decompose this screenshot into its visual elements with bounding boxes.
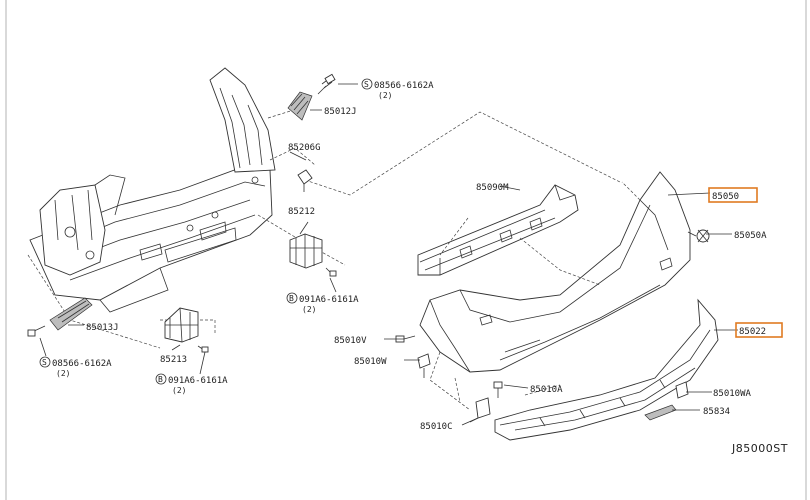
label-85213: 85213 [160, 355, 187, 365]
label-091a6-bottom: 091A6-6161A [168, 376, 228, 386]
bracket-85212 [289, 233, 337, 277]
label-85010c: 85010C [420, 422, 453, 432]
rear-body-panel [29, 67, 276, 313]
clip-85010w [417, 353, 431, 378]
label-08566-top-qty: (2) [378, 91, 392, 100]
label-08566-top: 08566-6162A [374, 81, 434, 91]
label-85206g: 85206G [288, 143, 321, 153]
label-08566-bottom-qty: (2) [56, 369, 70, 378]
label-85010w: 85010W [354, 357, 387, 367]
screw-top [317, 73, 336, 95]
symbol-b-bottom: B [158, 375, 163, 384]
label-85212: 85212 [288, 207, 315, 217]
label-85010wa: 85010WA [713, 389, 752, 399]
bracket-85213 [164, 307, 209, 353]
bracket-85013j [27, 297, 93, 337]
clip-85010c [469, 397, 491, 423]
label-85013j: 85013J [86, 323, 119, 333]
left-border [5, 0, 7, 500]
rear-bumper-fascia-85022 [419, 171, 691, 373]
symbol-s-bottom: S [42, 358, 47, 367]
label-85012j: 85012J [324, 107, 357, 117]
symbol-b-top: B [289, 294, 294, 303]
strip-85834 [644, 404, 677, 421]
label-091a6-top: 091A6-6161A [299, 295, 359, 305]
clip-85206g [297, 169, 313, 192]
right-border [805, 0, 807, 500]
screw-85010a [493, 381, 503, 398]
clip-85050a [687, 229, 710, 243]
label-091a6-top-qty: (2) [302, 305, 316, 314]
label-85022: 85022 [739, 327, 766, 337]
energy-absorber-85090m [417, 184, 579, 276]
clip-85010wa [675, 381, 689, 399]
label-08566-bottom: 08566-6162A [52, 359, 112, 369]
highlight-85022 [735, 322, 783, 338]
label-85834: 85834 [703, 407, 730, 417]
highlight-85050 [708, 187, 758, 203]
label-85050a: 85050A [734, 231, 767, 241]
label-85010a: 85010A [530, 385, 563, 395]
label-85050: 85050 [712, 192, 739, 202]
label-091a6-bottom-qty: (2) [172, 386, 186, 395]
symbol-s-top: S [364, 80, 369, 89]
bracket-85012j [287, 91, 313, 121]
lower-diffuser-85022 [494, 298, 719, 441]
diagram-code: J85000ST [731, 442, 788, 455]
label-85010v: 85010V [334, 336, 367, 346]
label-85090m: 85090M [476, 183, 509, 193]
